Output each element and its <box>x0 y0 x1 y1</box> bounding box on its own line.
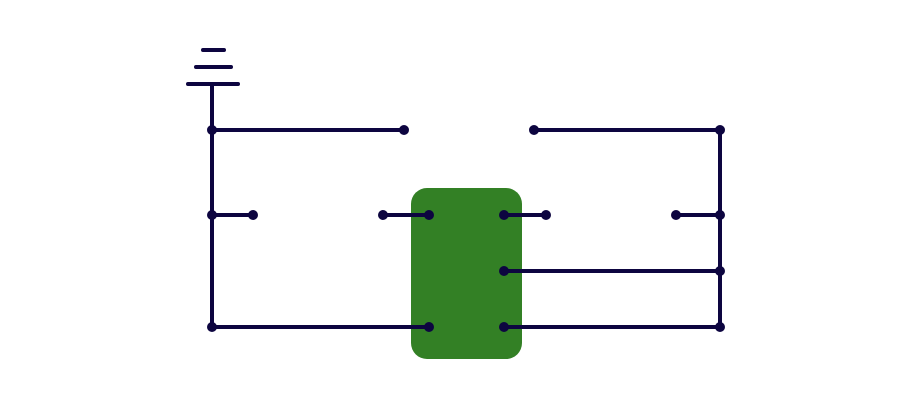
node <box>207 125 217 135</box>
node <box>715 210 725 220</box>
ic-pin <box>499 266 509 276</box>
node <box>541 210 551 220</box>
wires <box>210 82 722 329</box>
ic-pin <box>499 210 509 220</box>
integrated-circuit-block <box>411 188 522 359</box>
node <box>378 210 388 220</box>
node <box>671 210 681 220</box>
node <box>207 322 217 332</box>
node <box>529 125 539 135</box>
ground-symbol <box>186 48 240 86</box>
node <box>207 210 217 220</box>
node <box>715 125 725 135</box>
nodes <box>207 125 725 332</box>
ic-pin <box>499 322 509 332</box>
node <box>248 210 258 220</box>
ic-pin <box>424 210 434 220</box>
ic-pin <box>424 322 434 332</box>
node <box>715 266 725 276</box>
node <box>715 322 725 332</box>
node <box>399 125 409 135</box>
